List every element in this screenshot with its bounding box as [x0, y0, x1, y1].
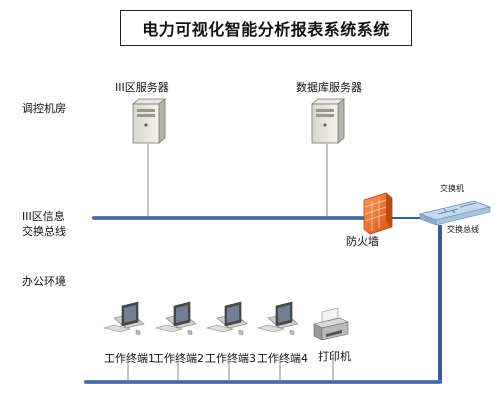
workstation-icon [154, 301, 197, 336]
zone-label-bus-line1: III区信息 [22, 210, 65, 223]
switch-icon [418, 200, 492, 226]
server-icon [131, 98, 167, 144]
printer-label: 打印机 [318, 350, 351, 363]
terminal-label-3: 工作终端3 [205, 352, 256, 365]
office-bus [84, 380, 442, 384]
switch-caption: 交换总线 [447, 225, 479, 234]
terminal-label-4: 工作终端4 [257, 352, 308, 365]
info-exchange-bus [92, 216, 382, 220]
server-label-database: 数据库服务器 [296, 81, 362, 94]
zone-label-bus-line2: 交换总线 [22, 225, 66, 238]
server-label-zone3: III区服务器 [115, 81, 169, 94]
terminal-label-1: 工作终端1 [104, 352, 155, 365]
workstation-icon [256, 301, 299, 336]
firewall-icon [363, 192, 393, 235]
zone-label-office: 办公环境 [22, 275, 66, 288]
switch-label: 交换机 [440, 184, 464, 193]
zone-label-bus: III区信息 交换总线 [22, 209, 66, 239]
printer-icon [313, 307, 349, 341]
bus-riser [438, 225, 442, 383]
workstation-icon [102, 301, 145, 336]
firewall-label: 防火墙 [346, 235, 379, 248]
zone-label-control-room: 调控机房 [22, 102, 66, 115]
workstation-icon [205, 301, 248, 336]
database-server-icon [310, 98, 346, 144]
diagram-title: 电力可视化智能分析报表系统系统 [120, 10, 412, 46]
